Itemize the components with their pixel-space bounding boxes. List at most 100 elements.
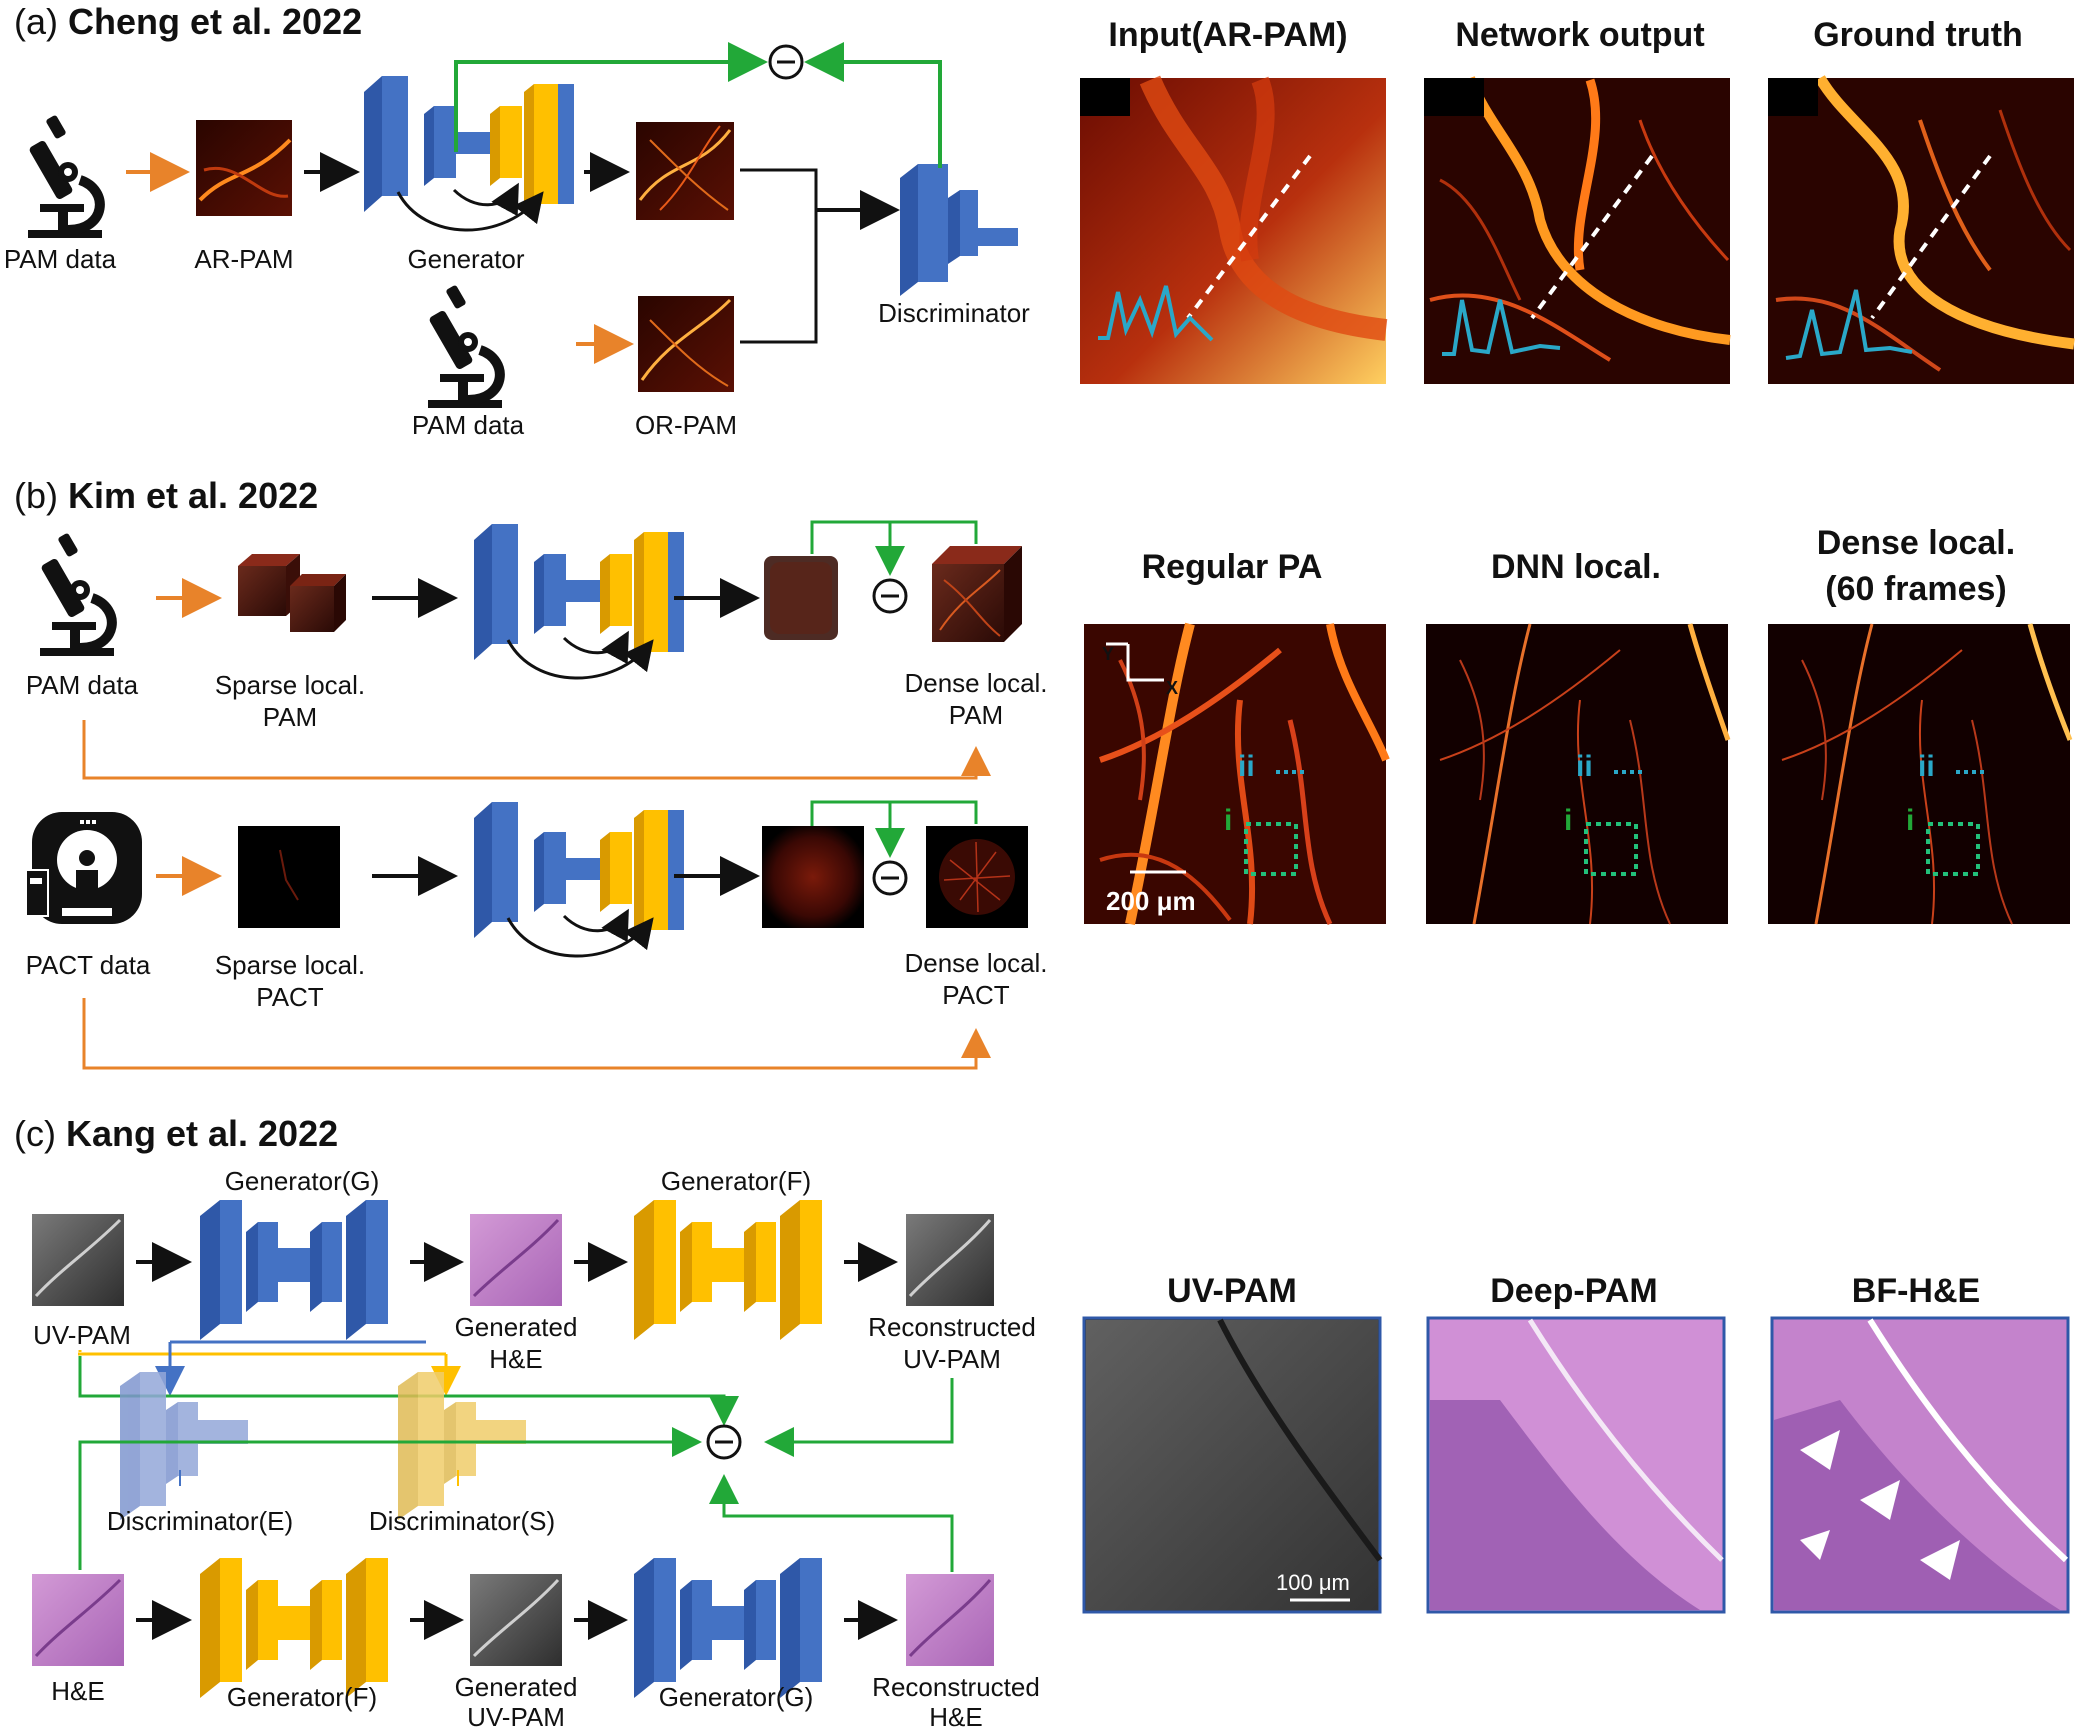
he-label: H&E	[51, 1676, 104, 1706]
sparse-pact-thumbnail	[238, 826, 340, 928]
ar-pam-label: AR-PAM	[194, 244, 293, 274]
green-feedback-line	[804, 42, 942, 168]
roi-ii-label: ii	[1918, 750, 1935, 783]
pact-data-label: PACT data	[26, 950, 151, 980]
dense-local-image: ii i	[1768, 623, 2073, 925]
generated-uv-pam-label: UV-PAM	[467, 1702, 565, 1731]
generated-he-label: H&E	[489, 1344, 542, 1374]
sparse-pam-label: Sparse local.	[215, 670, 365, 700]
network-output-image	[1424, 76, 1731, 384]
discriminator-label: Discriminator	[878, 298, 1030, 328]
discriminator-s-label: Discriminator(S)	[369, 1506, 555, 1536]
green-feedback-line	[810, 800, 978, 826]
scale-bar-label: 100 μm	[1276, 1570, 1350, 1595]
green-feedback-line	[810, 520, 978, 554]
minus-icon	[768, 44, 804, 80]
uv-pam-image: 100 μm	[1082, 1316, 1383, 1614]
generator-f-network	[200, 1558, 388, 1698]
sparse-pam-label: PAM	[263, 702, 317, 732]
connector-line	[740, 168, 818, 210]
reconstructed-uv-pam-label: Reconstructed	[868, 1312, 1036, 1342]
panel-a-letter: (a)	[14, 1, 58, 42]
panel-b-heading: (b)Kim et al. 2022	[14, 475, 318, 516]
panel-b: (b)Kim et al. 2022 PAM data Sparse local…	[14, 475, 2073, 1070]
sparse-pact-label: PACT	[256, 982, 324, 1012]
dense-local-subtitle: (60 frames)	[1825, 570, 2006, 608]
discriminator-e-network	[120, 1372, 248, 1520]
green-loss-line	[764, 1378, 954, 1457]
roi-i-label: i	[1906, 804, 1914, 837]
input-ar-pam-image	[1080, 75, 1388, 384]
roi-ii-label: ii	[1576, 750, 1593, 783]
dnn-local-title: DNN local.	[1491, 548, 1661, 586]
green-loss-line	[78, 1427, 702, 1570]
pact-scanner-icon	[25, 811, 143, 925]
generated-he-label: Generated	[455, 1312, 578, 1342]
minus-icon	[872, 578, 908, 614]
dense-pam-label: PAM	[949, 700, 1003, 730]
reconstructed-uv-pam-label: UV-PAM	[903, 1344, 1001, 1374]
panel-b-letter: (b)	[14, 475, 58, 516]
discriminator-e-label: Discriminator(E)	[107, 1506, 293, 1536]
pam-data-label: PAM data	[4, 244, 117, 274]
panel-c-letter: (c)	[14, 1113, 56, 1154]
bf-he-image	[1770, 1316, 2070, 1614]
discriminator-network	[900, 164, 1018, 296]
sparse-pact-label: Sparse local.	[215, 950, 365, 980]
roi-i-label: i	[1224, 804, 1232, 837]
dense-pam-label: Dense local.	[904, 668, 1047, 698]
panel-a: (a)Cheng et al. 2022 PAM data AR-PAM Gen…	[4, 1, 2075, 440]
roi-i-label: i	[1564, 804, 1572, 837]
pam-data-label: PAM data	[26, 670, 139, 700]
dense-pact-thumbnail	[926, 826, 1028, 928]
microscope-icon	[40, 532, 114, 656]
orange-skip-line	[82, 720, 991, 780]
panel-c: (c)Kang et al. 2022 Generator(G) Generat…	[14, 1113, 2070, 1731]
panel-c-heading: (c)Kang et al. 2022	[14, 1113, 338, 1154]
generator-f-label: Generator(F)	[661, 1166, 811, 1196]
microscope-icon	[28, 114, 102, 238]
or-pam-thumbnail-generated	[636, 122, 734, 220]
orange-skip-line	[82, 998, 991, 1070]
dense-local-title: Dense local.	[1817, 524, 2015, 562]
ground-truth-image	[1768, 75, 2075, 384]
axis-x-label: X	[1166, 678, 1178, 698]
regular-pa-title: Regular PA	[1142, 548, 1323, 586]
or-pam-label: OR-PAM	[635, 410, 737, 440]
panel-a-citation: Cheng et al. 2022	[68, 1, 362, 42]
generator-g-network	[200, 1200, 388, 1340]
generator-f-label: Generator(F)	[227, 1682, 377, 1712]
generator-network	[364, 76, 574, 230]
reconstructed-he-label: Reconstructed	[872, 1672, 1040, 1702]
microscope-icon	[428, 284, 502, 408]
truth-image-title: Ground truth	[1813, 16, 2023, 54]
dnn-local-image: ii i	[1426, 623, 1731, 925]
regular-pa-image: Y X ii i 200 μm	[1084, 622, 1390, 926]
panel-b-citation: Kim et al. 2022	[68, 475, 318, 516]
deep-pam-image-title: Deep-PAM	[1490, 1272, 1658, 1310]
discriminator-s-network	[398, 1372, 526, 1520]
blurred-output-cube	[764, 556, 838, 640]
generator-f-network	[634, 1200, 822, 1340]
axis-y-label: Y	[1102, 644, 1114, 664]
green-loss-line	[709, 1474, 954, 1572]
generator-g-network	[634, 1558, 822, 1698]
reconstructed-he-label: H&E	[929, 1702, 982, 1731]
blurred-pact-output	[762, 826, 864, 928]
sparse-pam-cubes	[238, 554, 346, 632]
generator-label: Generator	[407, 244, 524, 274]
input-image-title: Input(AR-PAM)	[1108, 16, 1347, 54]
panel-c-citation: Kang et al. 2022	[66, 1113, 338, 1154]
scale-bar-label: 200 μm	[1106, 886, 1196, 916]
minus-icon	[872, 860, 908, 896]
green-feedback-line	[454, 42, 768, 152]
generator-g-label: Generator(G)	[659, 1682, 814, 1712]
uv-pam-image-title: UV-PAM	[1167, 1272, 1297, 1310]
roi-ii-label: ii	[1238, 750, 1255, 783]
output-image-title: Network output	[1455, 16, 1704, 54]
dense-pact-label: Dense local.	[904, 948, 1047, 978]
generator-network	[474, 802, 684, 956]
uv-pam-label: UV-PAM	[33, 1320, 131, 1350]
generator-g-label: Generator(G)	[225, 1166, 380, 1196]
